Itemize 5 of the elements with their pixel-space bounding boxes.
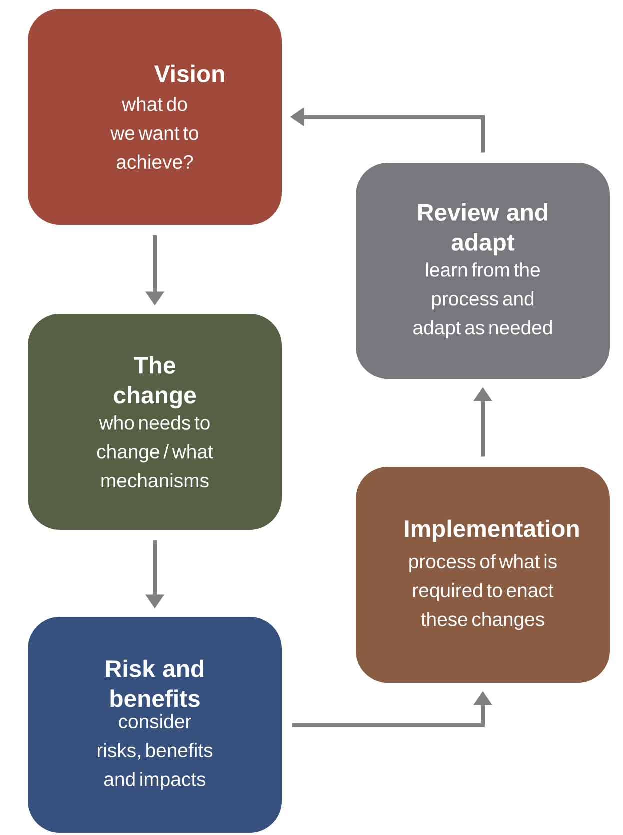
process-box: Risk and benefits consider risks, benefits and impacts [28,617,282,833]
process-box: The change who needs to change / what mechanisms [28,314,282,530]
process-box: Review and adapt learn from the process and adapt as needed [356,163,610,379]
process-box: Implementation process of what is required to enact these changes [356,467,610,683]
process-box: Vision what do we want to achieve? [28,9,282,225]
